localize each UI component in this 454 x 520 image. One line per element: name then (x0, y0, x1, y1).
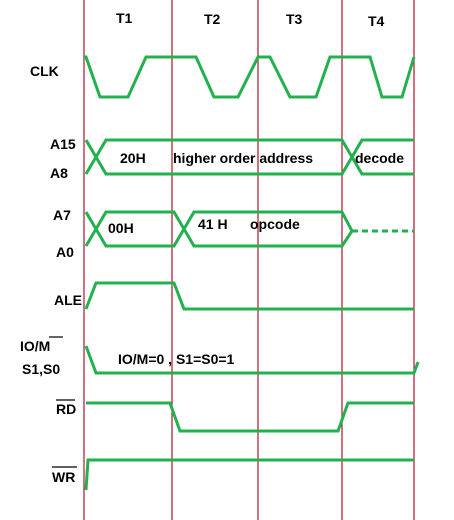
a15-a8-bus-segment (94, 138, 414, 176)
signal-label-s1s0: S1,S0 (22, 361, 60, 377)
state-label-t3: T3 (286, 11, 303, 27)
a7-a0-bus-trace (84, 211, 98, 247)
status-annotation: IO/M=0 , S1=S0=1 (118, 351, 235, 367)
wr-trace (84, 458, 414, 491)
signal-label-iom: IO/M (20, 338, 50, 354)
signal-label-rd: RD (56, 401, 76, 417)
signal-label-a8: A8 (50, 165, 68, 181)
high-address-desc: higher order address (173, 150, 313, 166)
iom-prefix: IO/ (20, 338, 39, 354)
opcode-value: 41 H (198, 216, 228, 232)
iom-m: M (39, 338, 51, 354)
a7-a0-bus-segment (94, 210, 354, 248)
a15-a8-bus-trace (84, 139, 98, 175)
low-address-value: 00H (108, 220, 134, 236)
high-address-value: 20H (120, 150, 146, 166)
iom-status-trace (84, 345, 420, 375)
high-address-next: decode (355, 150, 404, 166)
signal-label-a0: A0 (56, 244, 74, 260)
signal-label-a15: A15 (50, 136, 76, 152)
signal-label-wr: WR (52, 469, 75, 485)
state-label-t4: T4 (368, 13, 385, 29)
signal-label-a7: A7 (53, 207, 71, 223)
clk-trace (84, 55, 416, 99)
state-label-t1: T1 (116, 10, 133, 26)
signal-label-ale: ALE (54, 292, 82, 308)
rd-trace (86, 401, 414, 433)
state-label-t2: T2 (204, 11, 221, 27)
signal-label-clk: CLK (30, 63, 59, 79)
ale-trace (84, 281, 414, 311)
opcode-desc: opcode (250, 216, 300, 232)
